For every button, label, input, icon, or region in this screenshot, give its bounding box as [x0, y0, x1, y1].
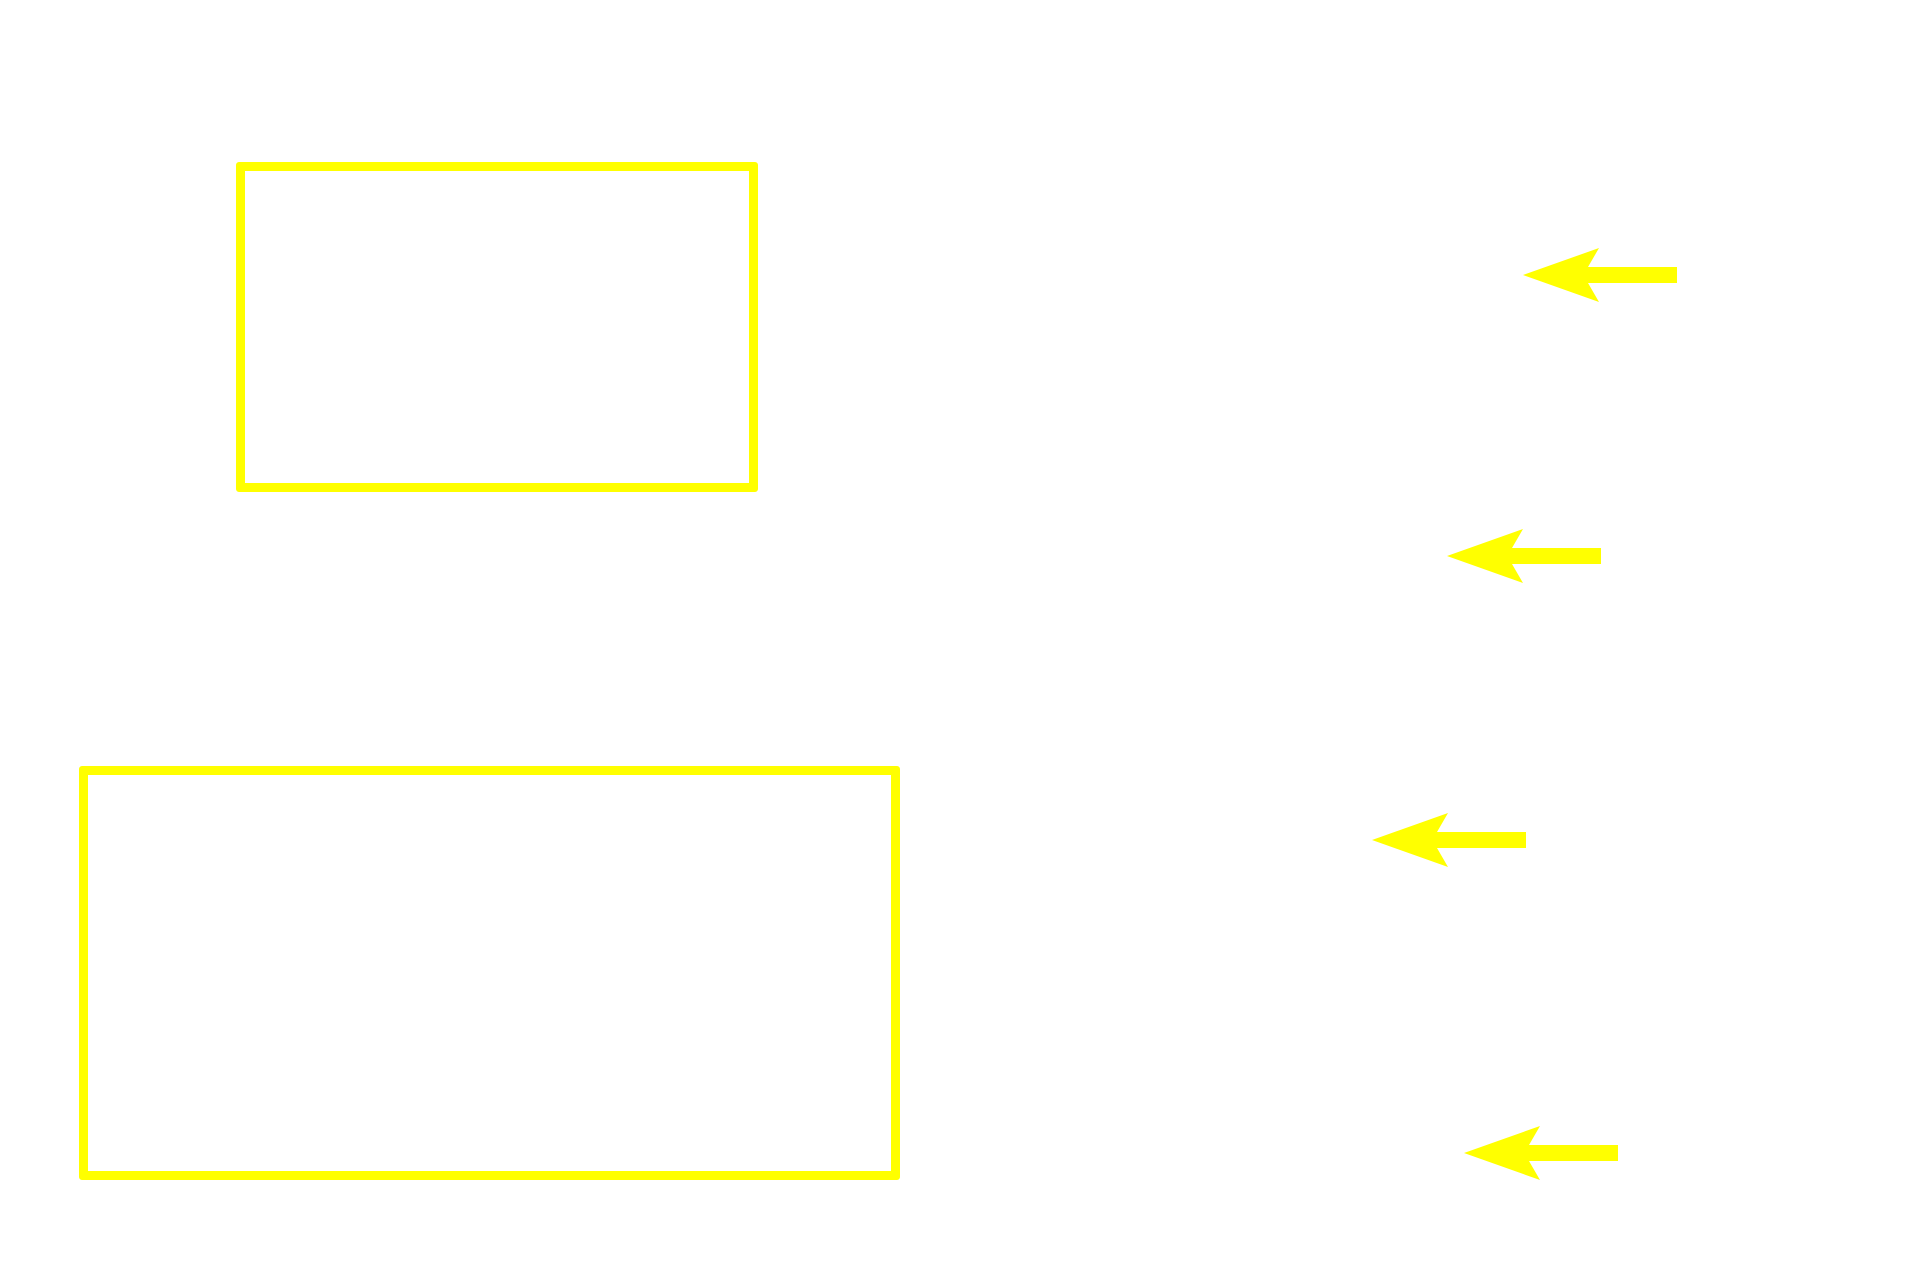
arrow-left-icon — [1447, 529, 1601, 583]
arrow-left-icon — [1464, 1126, 1618, 1180]
arrow-left-icon — [1372, 813, 1526, 867]
highlight-box-lower — [79, 766, 900, 1180]
highlight-box-upper — [236, 162, 758, 492]
arrow-left-icon — [1523, 248, 1677, 302]
